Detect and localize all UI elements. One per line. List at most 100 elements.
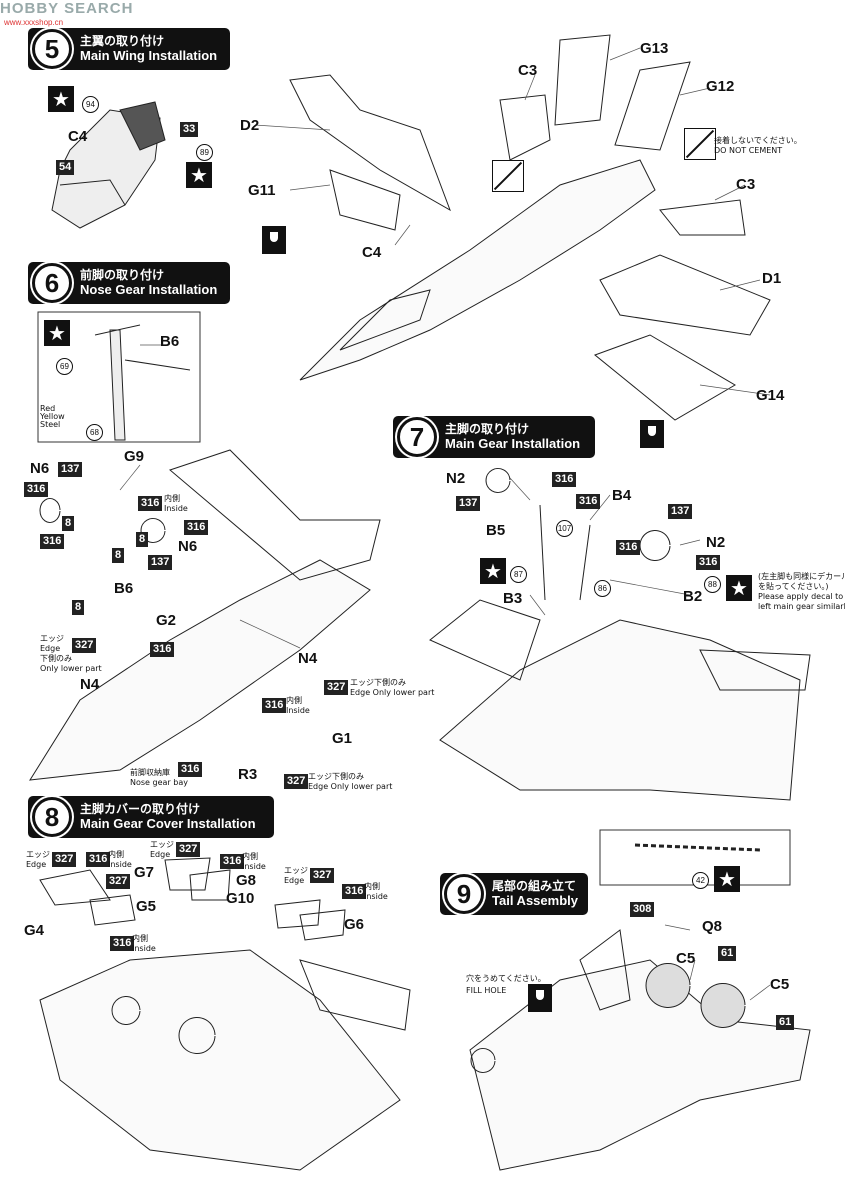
edge-note-jp: エッジ — [150, 840, 174, 849]
step-title-en: Nose Gear Installation — [80, 282, 218, 298]
color-code: 316 — [616, 540, 641, 555]
color-code: 137 — [456, 496, 481, 511]
part-label: D2 — [240, 117, 260, 134]
part-label: G7 — [134, 864, 155, 881]
inside-note-jp: 内側 — [364, 882, 380, 891]
part-label: B4 — [612, 487, 632, 504]
step-9-header: 9 尾部の組み立て Tail Assembly — [440, 873, 588, 915]
part-label: B6 — [160, 333, 180, 350]
decal-number: 94 — [82, 96, 99, 113]
decal-note-en2: Please apply decal to a — [758, 592, 845, 601]
step-7-header: 7 主脚の取り付け Main Gear Installation — [393, 416, 595, 458]
edge-lower-note-en: Edge Only lower part — [308, 782, 393, 791]
part-label: N2 — [706, 534, 726, 551]
color-code: 316 — [342, 884, 367, 899]
part-label: B5 — [486, 522, 506, 539]
color-code: 316 — [138, 496, 163, 511]
part-label: Q8 — [702, 918, 723, 935]
aircraft-tail-section — [469, 929, 811, 1171]
color-code: 316 — [262, 698, 287, 713]
decal-number: 88 — [704, 576, 721, 593]
part-label: G13 — [640, 40, 669, 57]
part-label: N6 — [30, 460, 50, 477]
step-number: 5 — [32, 29, 72, 69]
star-icon: ★ — [44, 320, 70, 346]
part-label: G12 — [706, 78, 735, 95]
inside-note-en: Inside — [164, 504, 188, 513]
edge-note-jp: エッジ — [40, 634, 64, 643]
decal-note-en3: left main gear similarly. — [758, 602, 845, 611]
star-icon: ★ — [480, 558, 506, 584]
inside-note-en: Inside — [108, 860, 132, 869]
color-code: 327 — [176, 842, 201, 857]
part-label: C4 — [362, 244, 382, 261]
color-code: 137 — [58, 462, 83, 477]
color-code: 316 — [40, 534, 65, 549]
part-label: C3 — [518, 62, 538, 79]
part-label: B2 — [683, 588, 703, 605]
star-icon: ★ — [48, 86, 74, 112]
lower-note-jp: 下側のみ — [40, 654, 72, 663]
color-note: Red — [40, 404, 56, 413]
step-title-jp: 主脚カバーの取り付け — [80, 802, 201, 816]
ejection-seat-drawing — [51, 101, 166, 229]
color-note: Yellow — [40, 412, 65, 421]
step-title-en: Tail Assembly — [492, 893, 578, 909]
aircraft-top-view — [289, 34, 771, 421]
fill-hole-jp: 穴をうめてください。 — [466, 974, 546, 983]
bay-note-jp: 前脚収納庫 — [130, 768, 170, 777]
inside-note-jp: 内側 — [242, 852, 258, 861]
part-label: B3 — [503, 590, 523, 607]
fill-hole-en: FILL HOLE — [466, 986, 507, 995]
color-code: 316 — [24, 482, 49, 497]
step-5-header: 5 主翼の取り付け Main Wing Installation — [28, 28, 230, 70]
part-label: R3 — [238, 766, 258, 783]
step-6-header: 6 前脚の取り付け Nose Gear Installation — [28, 262, 230, 304]
part-label: G14 — [756, 387, 785, 404]
color-code: 327 — [284, 774, 309, 789]
aircraft-main-gear-bay — [39, 857, 411, 1171]
decal-number: 68 — [86, 424, 103, 441]
step-number: 7 — [397, 417, 437, 457]
color-code: 327 — [324, 680, 349, 695]
part-label: G10 — [226, 890, 255, 907]
step-title-jp: 主脚の取り付け — [445, 422, 530, 436]
color-code: 8 — [62, 516, 75, 531]
star-icon: ★ — [714, 866, 740, 892]
decal-number: 107 — [556, 520, 573, 537]
glue-icon — [262, 226, 286, 254]
part-label: C5 — [676, 950, 696, 967]
part-label: G5 — [136, 898, 157, 915]
color-code: 327 — [72, 638, 97, 653]
nose-gear-strut — [94, 324, 191, 441]
edge-note-en: Edge — [150, 850, 171, 859]
color-code: 137 — [148, 555, 173, 570]
fill-hole-icon — [528, 984, 552, 1012]
inside-note-jp: 内側 — [132, 934, 148, 943]
step-title-jp: 主翼の取り付け — [80, 34, 165, 48]
color-code: 8 — [72, 600, 85, 615]
watermark-url: www.xxxshop.cn — [4, 18, 64, 27]
edge-note-en: Edge — [40, 644, 61, 653]
part-label: G4 — [24, 922, 45, 939]
edge-note-jp: エッジ — [284, 866, 308, 875]
part-label: N4 — [80, 676, 100, 693]
color-code: 54 — [56, 160, 75, 175]
color-code: 61 — [718, 946, 737, 961]
do-not-cement-icon — [684, 128, 716, 160]
step-number: 8 — [32, 797, 72, 837]
color-note: Steel — [40, 420, 61, 429]
watermark: HOBBY SEARCH — [0, 0, 134, 17]
color-code: 61 — [776, 1015, 795, 1030]
inside-note-en: Inside — [286, 706, 310, 715]
part-label: G8 — [236, 872, 257, 889]
decal-note-en1: を貼ってください。) — [758, 582, 829, 591]
edge-note-en: Edge — [26, 860, 47, 869]
part-label: B6 — [114, 580, 134, 597]
step-number: 6 — [32, 263, 72, 303]
step-8-header: 8 主脚カバーの取り付け Main Gear Cover Installatio… — [28, 796, 274, 838]
decal-number: 86 — [594, 580, 611, 597]
decal-note-jp: (左主脚も同様にデカール — [758, 572, 845, 581]
